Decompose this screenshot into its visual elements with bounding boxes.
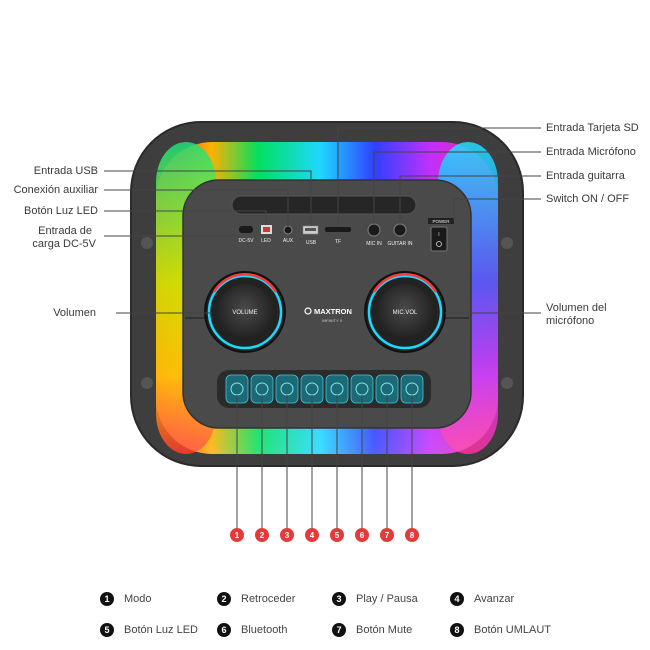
brand-model: INFINITY II bbox=[322, 318, 342, 323]
legend-item: 8 Botón UMLAUT bbox=[450, 623, 551, 637]
number-badge-text: 3 bbox=[285, 531, 290, 540]
callout-guitar: Entrada guitarra bbox=[546, 170, 625, 182]
legend-label: Botón Luz LED bbox=[124, 624, 198, 636]
legend-label: Botón UMLAUT bbox=[474, 624, 552, 636]
power-label: POWER bbox=[432, 219, 450, 224]
callout-volume: Volumen bbox=[53, 307, 96, 319]
callout-usb: Entrada USB bbox=[33, 165, 98, 177]
dc-port[interactable] bbox=[239, 226, 253, 233]
legend-label: Play / Pausa bbox=[356, 593, 418, 605]
mic-in-port[interactable] bbox=[367, 223, 381, 237]
number-badge-4: 4 bbox=[305, 528, 319, 542]
callout-charge-2: carga DC-5V bbox=[32, 238, 96, 250]
legend-number: 3 bbox=[332, 592, 346, 606]
number-badge-2: 2 bbox=[255, 528, 269, 542]
callout-switch: Switch ON / OFF bbox=[546, 193, 630, 205]
aux-port-label: AUX bbox=[283, 238, 294, 244]
volume-knob[interactable]: VOLUME bbox=[204, 271, 286, 353]
number-badge-8: 8 bbox=[405, 528, 419, 542]
tf-slot-label: TF bbox=[335, 239, 341, 245]
usb-port-label: USB bbox=[306, 240, 317, 246]
legend-number: 6 bbox=[217, 623, 231, 637]
legend-number: 5 bbox=[100, 623, 114, 637]
number-badge-text: 8 bbox=[410, 531, 415, 540]
dc-port-label: DC-5V bbox=[238, 238, 254, 244]
number-badge-5: 5 bbox=[330, 528, 344, 542]
leader-lines bbox=[104, 127, 541, 528]
guitar-in-port[interactable] bbox=[393, 223, 407, 237]
callout-mic-in: Entrada Micrófono bbox=[546, 146, 636, 158]
legend-number: 2 bbox=[217, 592, 231, 606]
number-badge-6: 6 bbox=[355, 528, 369, 542]
mic-in-label: MIC IN bbox=[366, 241, 382, 247]
mic-volume-knob-label: MIC.VOL bbox=[393, 310, 418, 316]
power-switch[interactable] bbox=[430, 226, 448, 252]
led-button-label: LED bbox=[261, 238, 271, 244]
callout-aux: Conexión auxiliar bbox=[13, 184, 98, 196]
brand-logo: MAXTRON INFINITY II bbox=[304, 307, 352, 323]
button-strip bbox=[217, 370, 431, 408]
legend-item: 2 Retroceder bbox=[217, 592, 295, 606]
legend-number: 7 bbox=[332, 623, 346, 637]
control-buttons bbox=[225, 374, 424, 404]
legend-item: 5 Botón Luz LED bbox=[100, 623, 198, 637]
number-badge-text: 1 bbox=[235, 531, 240, 540]
legend-item: 4 Avanzar bbox=[450, 592, 514, 606]
callout-led-button: Botón Luz LED bbox=[24, 205, 98, 217]
legend-label: Bluetooth bbox=[241, 624, 288, 636]
legend-item: 6 Bluetooth bbox=[217, 623, 287, 637]
legend-label: Avanzar bbox=[474, 593, 515, 605]
guitar-in-label: GUITAR IN bbox=[388, 241, 413, 247]
legend-number: 8 bbox=[450, 623, 464, 637]
callout-mic-vol-2: micrófono bbox=[546, 315, 595, 327]
number-badge-text: 7 bbox=[385, 531, 390, 540]
callout-mic-vol-1: Volumen del bbox=[546, 302, 607, 314]
svg-text:I: I bbox=[438, 232, 439, 238]
legend-item: 1 Modo bbox=[100, 592, 152, 606]
legend-item: 3 Play / Pausa bbox=[332, 592, 418, 606]
number-badge-3: 3 bbox=[280, 528, 294, 542]
callout-charge-1: Entrada de bbox=[38, 225, 92, 237]
mic-volume-knob[interactable]: MIC.VOL bbox=[364, 271, 446, 353]
control-panel bbox=[182, 179, 472, 429]
brand-name: MAXTRON bbox=[314, 307, 352, 316]
legend-label: Retroceder bbox=[241, 593, 296, 605]
control-button-8[interactable] bbox=[400, 374, 424, 404]
legend-number: 1 bbox=[100, 592, 114, 606]
number-badge-text: 2 bbox=[260, 531, 265, 540]
callout-sd: Entrada Tarjeta SD bbox=[546, 122, 639, 134]
number-badge-7: 7 bbox=[380, 528, 394, 542]
tf-slot[interactable] bbox=[325, 227, 351, 232]
number-badge-text: 6 bbox=[360, 531, 365, 540]
handle-slot bbox=[231, 195, 417, 215]
number-badge-text: 5 bbox=[335, 531, 340, 540]
volume-knob-label: VOLUME bbox=[232, 310, 257, 316]
number-badge-text: 4 bbox=[310, 531, 315, 540]
number-badges: 1 2 3 4 5 6 7 8 bbox=[230, 528, 419, 542]
legend-number: 4 bbox=[450, 592, 464, 606]
legend-label: Botón Mute bbox=[356, 624, 413, 636]
legend-label: Modo bbox=[124, 593, 152, 605]
aux-port[interactable] bbox=[283, 225, 293, 235]
legend-item: 7 Botón Mute bbox=[332, 623, 412, 637]
number-badge-1: 1 bbox=[230, 528, 244, 542]
